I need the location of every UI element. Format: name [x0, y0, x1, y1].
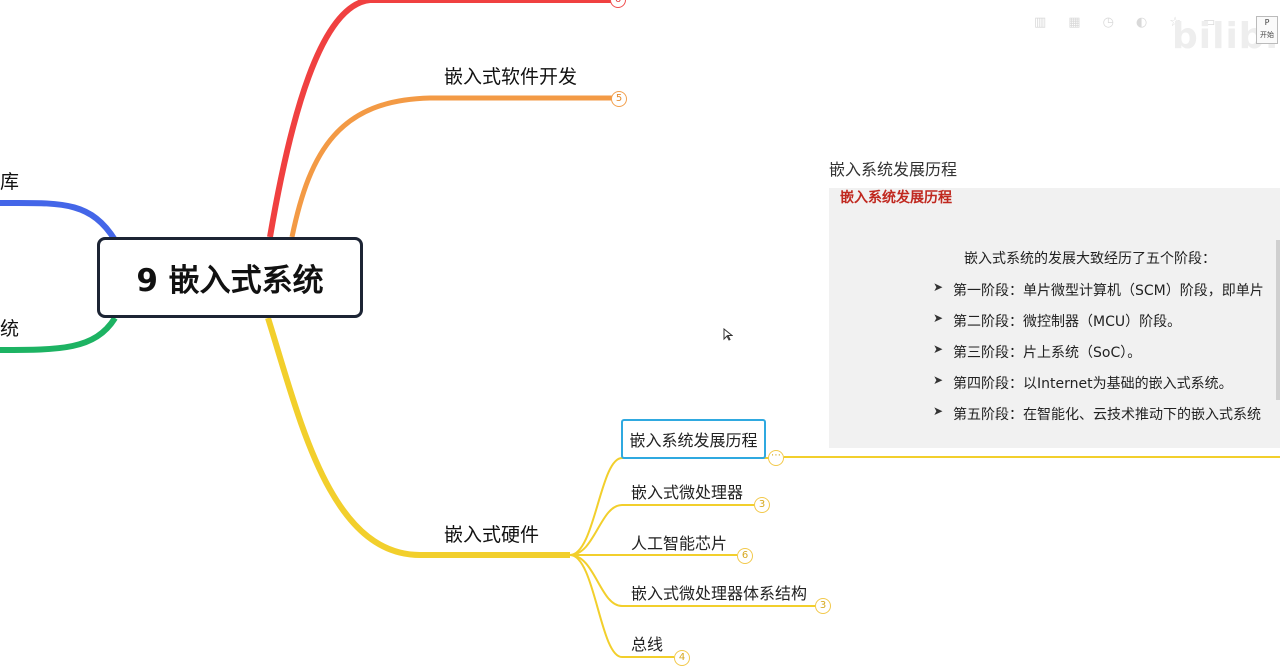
blue-branch [0, 199, 118, 242]
note-panel: 嵌入系统发展历程 嵌入式系统的发展大致经历了五个阶段： ➤第一阶段：单片微型计算… [829, 188, 1280, 448]
yellow-children-links [569, 456, 1280, 658]
node-ai-chip[interactable]: 人工智能芯片 [631, 534, 728, 553]
collapsed-count-badge-ai-chip[interactable]: 6 [737, 548, 753, 564]
note-intro: 嵌入式系统的发展大致经历了五个阶段： [964, 251, 1216, 267]
overlay-toolbar: ▥ ▦ ◷ ◐ ☆ ▭ [1034, 10, 1244, 34]
list-item: ➤第五阶段：在智能化、云技术推动下的嵌入式系统 [933, 404, 1261, 423]
list-item: ➤第三阶段：片上系统（SoC）。 [933, 342, 1142, 361]
branch-embedded-software[interactable]: 嵌入式软件开发 [444, 66, 578, 88]
mouse-pointer-icon [723, 328, 733, 341]
contrast-icon[interactable]: ◐ [1135, 14, 1148, 30]
list-item: ➤第二阶段：微控制器（MCU）阶段。 [933, 311, 1182, 330]
orange-branch [289, 95, 612, 238]
collapsed-count-badge-microprocessor[interactable]: 3 [754, 497, 770, 513]
collapsed-count-badge-bus[interactable]: 4 [674, 650, 690, 666]
clock-icon[interactable]: ◷ [1102, 14, 1114, 30]
start-button[interactable]: P 开始 [1256, 16, 1278, 44]
green-branch [0, 316, 118, 353]
node-development-history[interactable]: 嵌入系统发展历程 [621, 419, 766, 459]
node-microprocessor-architecture[interactable]: 嵌入式微处理器体系结构 [631, 584, 808, 603]
expand-node-badge[interactable]: ⋯ [768, 450, 784, 466]
partial-branch-label-top[interactable]: 库 [0, 171, 20, 193]
note-heading: 嵌入系统发展历程 [840, 190, 952, 206]
note-title: 嵌入系统发展历程 [829, 160, 958, 179]
branch-embedded-hardware[interactable]: 嵌入式硬件 [444, 524, 540, 546]
list-item: ➤第一阶段：单片微型计算机（SCM）阶段，即单片 [933, 280, 1264, 299]
grid-icon[interactable]: ▦ [1068, 14, 1081, 30]
yellow-branch [265, 317, 570, 558]
bars-icon[interactable]: ▥ [1034, 14, 1047, 30]
collapsed-count-badge-software[interactable]: 5 [611, 91, 627, 107]
partial-branch-label-bottom[interactable]: 统 [0, 318, 20, 340]
arrow-bullet-icon: ➤ [933, 311, 944, 325]
list-item: ➤第四阶段：以Internet为基础的嵌入式系统。 [933, 373, 1233, 392]
collapsed-count-badge-architecture[interactable]: 3 [815, 598, 831, 614]
note-scrollbar[interactable] [1276, 240, 1280, 400]
star-icon[interactable]: ☆ [1169, 14, 1181, 30]
node-embedded-microprocessor[interactable]: 嵌入式微处理器 [631, 483, 744, 502]
root-node[interactable]: 9 嵌入式系统 [97, 237, 363, 318]
arrow-bullet-icon: ➤ [933, 373, 944, 387]
arrow-bullet-icon: ➤ [933, 404, 944, 418]
window-icon[interactable]: ▭ [1202, 14, 1216, 30]
arrow-bullet-icon: ➤ [933, 280, 944, 294]
node-bus[interactable]: 总线 [631, 635, 664, 654]
red-branch [267, 0, 615, 238]
arrow-bullet-icon: ➤ [933, 342, 944, 356]
note-stage-list: ➤第一阶段：单片微型计算机（SCM）阶段，即单片 ➤第二阶段：微控制器（MCU）… [933, 280, 1264, 435]
